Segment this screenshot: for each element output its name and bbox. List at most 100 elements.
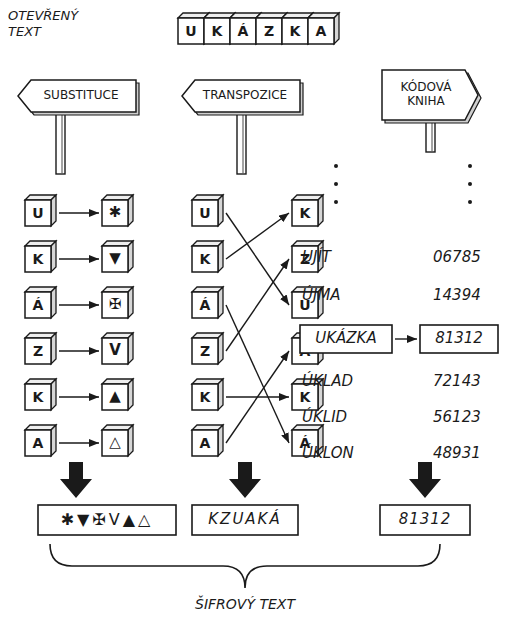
- node-text: ✠: [109, 296, 122, 313]
- connector-arrow: [59, 350, 99, 351]
- box-outline: [300, 325, 392, 353]
- node-text: KZUAKÁ: [208, 511, 281, 528]
- node-text: KÓDOVÁ KNIHA: [390, 81, 462, 109]
- letter-cube: U: [192, 200, 218, 226]
- cube-front-face: [178, 18, 204, 44]
- down-arrow: [229, 462, 261, 498]
- node-text: K: [33, 389, 44, 405]
- signpost-post: [426, 120, 435, 152]
- connector-arrow: [226, 351, 289, 443]
- connector-arrow: [59, 304, 99, 305]
- node-text: 81312: [435, 330, 483, 347]
- ellipsis-dot: [468, 200, 472, 204]
- letter-cube: K: [292, 200, 318, 226]
- ellipsis-dot: [334, 182, 338, 186]
- node-text: K: [33, 251, 44, 267]
- cube-front-face: [102, 338, 128, 364]
- cube-front-face: [192, 430, 218, 456]
- signpost-post: [237, 112, 246, 174]
- letter-cube: K: [25, 246, 51, 272]
- signpost-board: KÓDOVÁ KNIHA: [382, 70, 478, 120]
- node-text: A: [316, 23, 327, 39]
- letter-cube: U: [25, 200, 51, 226]
- node-text: K: [200, 251, 211, 267]
- node-text: U: [32, 205, 43, 221]
- ellipsis-dots: [334, 164, 472, 204]
- box-outline: [380, 505, 470, 535]
- signpost-face: [182, 80, 300, 112]
- cube-front-face: [192, 200, 218, 226]
- box-outline: [192, 505, 298, 535]
- cube-front-face: [230, 18, 256, 44]
- node-text: U: [185, 23, 196, 39]
- codebook-number: 14394: [433, 286, 481, 304]
- signpost-post-edge: [432, 121, 433, 151]
- cube-front-face: [102, 292, 128, 318]
- symbol-cube: ✱: [102, 200, 128, 226]
- node-text: K: [300, 389, 311, 405]
- node-text: TRANSPOZICE: [203, 89, 287, 103]
- cube-front-face: [25, 338, 51, 364]
- cube-front-face: [25, 246, 51, 272]
- codebook-number-box: 81312: [420, 325, 498, 353]
- node-text: Á: [238, 23, 249, 39]
- down-arrows: [60, 462, 441, 498]
- cube-front-face: [102, 246, 128, 272]
- symbol-cube: △: [102, 430, 128, 456]
- codebook-number: 48931: [433, 444, 481, 462]
- signpost-post: [56, 112, 65, 174]
- ciphertext-label: ŠIFROVÝ TEXT: [145, 596, 345, 613]
- curly-brace: [50, 544, 440, 588]
- letter-cube: K: [25, 384, 51, 410]
- node-text: A: [200, 435, 211, 451]
- symbol-cube: ▼: [102, 246, 128, 272]
- node-text: △: [109, 434, 121, 451]
- signpost-post-edge: [62, 113, 63, 173]
- cube-front-face: [204, 18, 230, 44]
- node-text: ▲: [109, 388, 121, 405]
- symbol-cube: ✠: [102, 292, 128, 318]
- codebook-number: 56123: [433, 408, 481, 426]
- ellipsis-dot: [334, 200, 338, 204]
- letter-cube: Z: [25, 338, 51, 364]
- node-text: SUBSTITUCE: [44, 89, 119, 103]
- node-text: ✱▼✠V▲△: [61, 511, 154, 529]
- cube-front-face: [25, 384, 51, 410]
- ellipsis-dot: [334, 164, 338, 168]
- node-text: Z: [264, 23, 274, 39]
- codebook-number: 06785: [433, 248, 481, 266]
- cube-front-face: [25, 200, 51, 226]
- letter-cube: Á: [192, 292, 218, 318]
- node-text: Z: [33, 343, 43, 359]
- letter-cube: K: [204, 18, 230, 44]
- letter-cube: A: [308, 18, 334, 44]
- node-text: Á: [200, 297, 211, 313]
- node-text: K: [300, 205, 311, 221]
- node-text: Á: [33, 297, 44, 313]
- ciphertext-box: 81312: [380, 505, 470, 535]
- symbol-cube: ▲: [102, 384, 128, 410]
- node-text: ▼: [109, 250, 121, 267]
- ciphertext-box: KZUAKÁ: [192, 505, 298, 535]
- letter-cube: K: [282, 18, 308, 44]
- node-text: K: [290, 23, 301, 39]
- down-arrow: [409, 462, 441, 498]
- letter-cube: K: [192, 384, 218, 410]
- ellipsis-dot: [468, 164, 472, 168]
- connector-arrow: [226, 213, 289, 305]
- cube-front-face: [192, 246, 218, 272]
- codebook-word: ÚKLID: [302, 408, 347, 426]
- letter-cube: K: [192, 246, 218, 272]
- codebook-word: ÚKLON: [302, 444, 354, 462]
- connector-arrow: [226, 259, 289, 351]
- signpost-board: TRANSPOZICE: [182, 80, 300, 112]
- cube-front-face: [25, 292, 51, 318]
- letter-cube: U: [178, 18, 204, 44]
- plaintext-label: OTEVŘENÝ TEXT: [8, 8, 100, 39]
- connector-arrow: [59, 212, 99, 213]
- connector-arrow: [59, 396, 99, 397]
- box-outline: [420, 325, 498, 353]
- letter-cube: Á: [230, 18, 256, 44]
- node-text: U: [199, 205, 210, 221]
